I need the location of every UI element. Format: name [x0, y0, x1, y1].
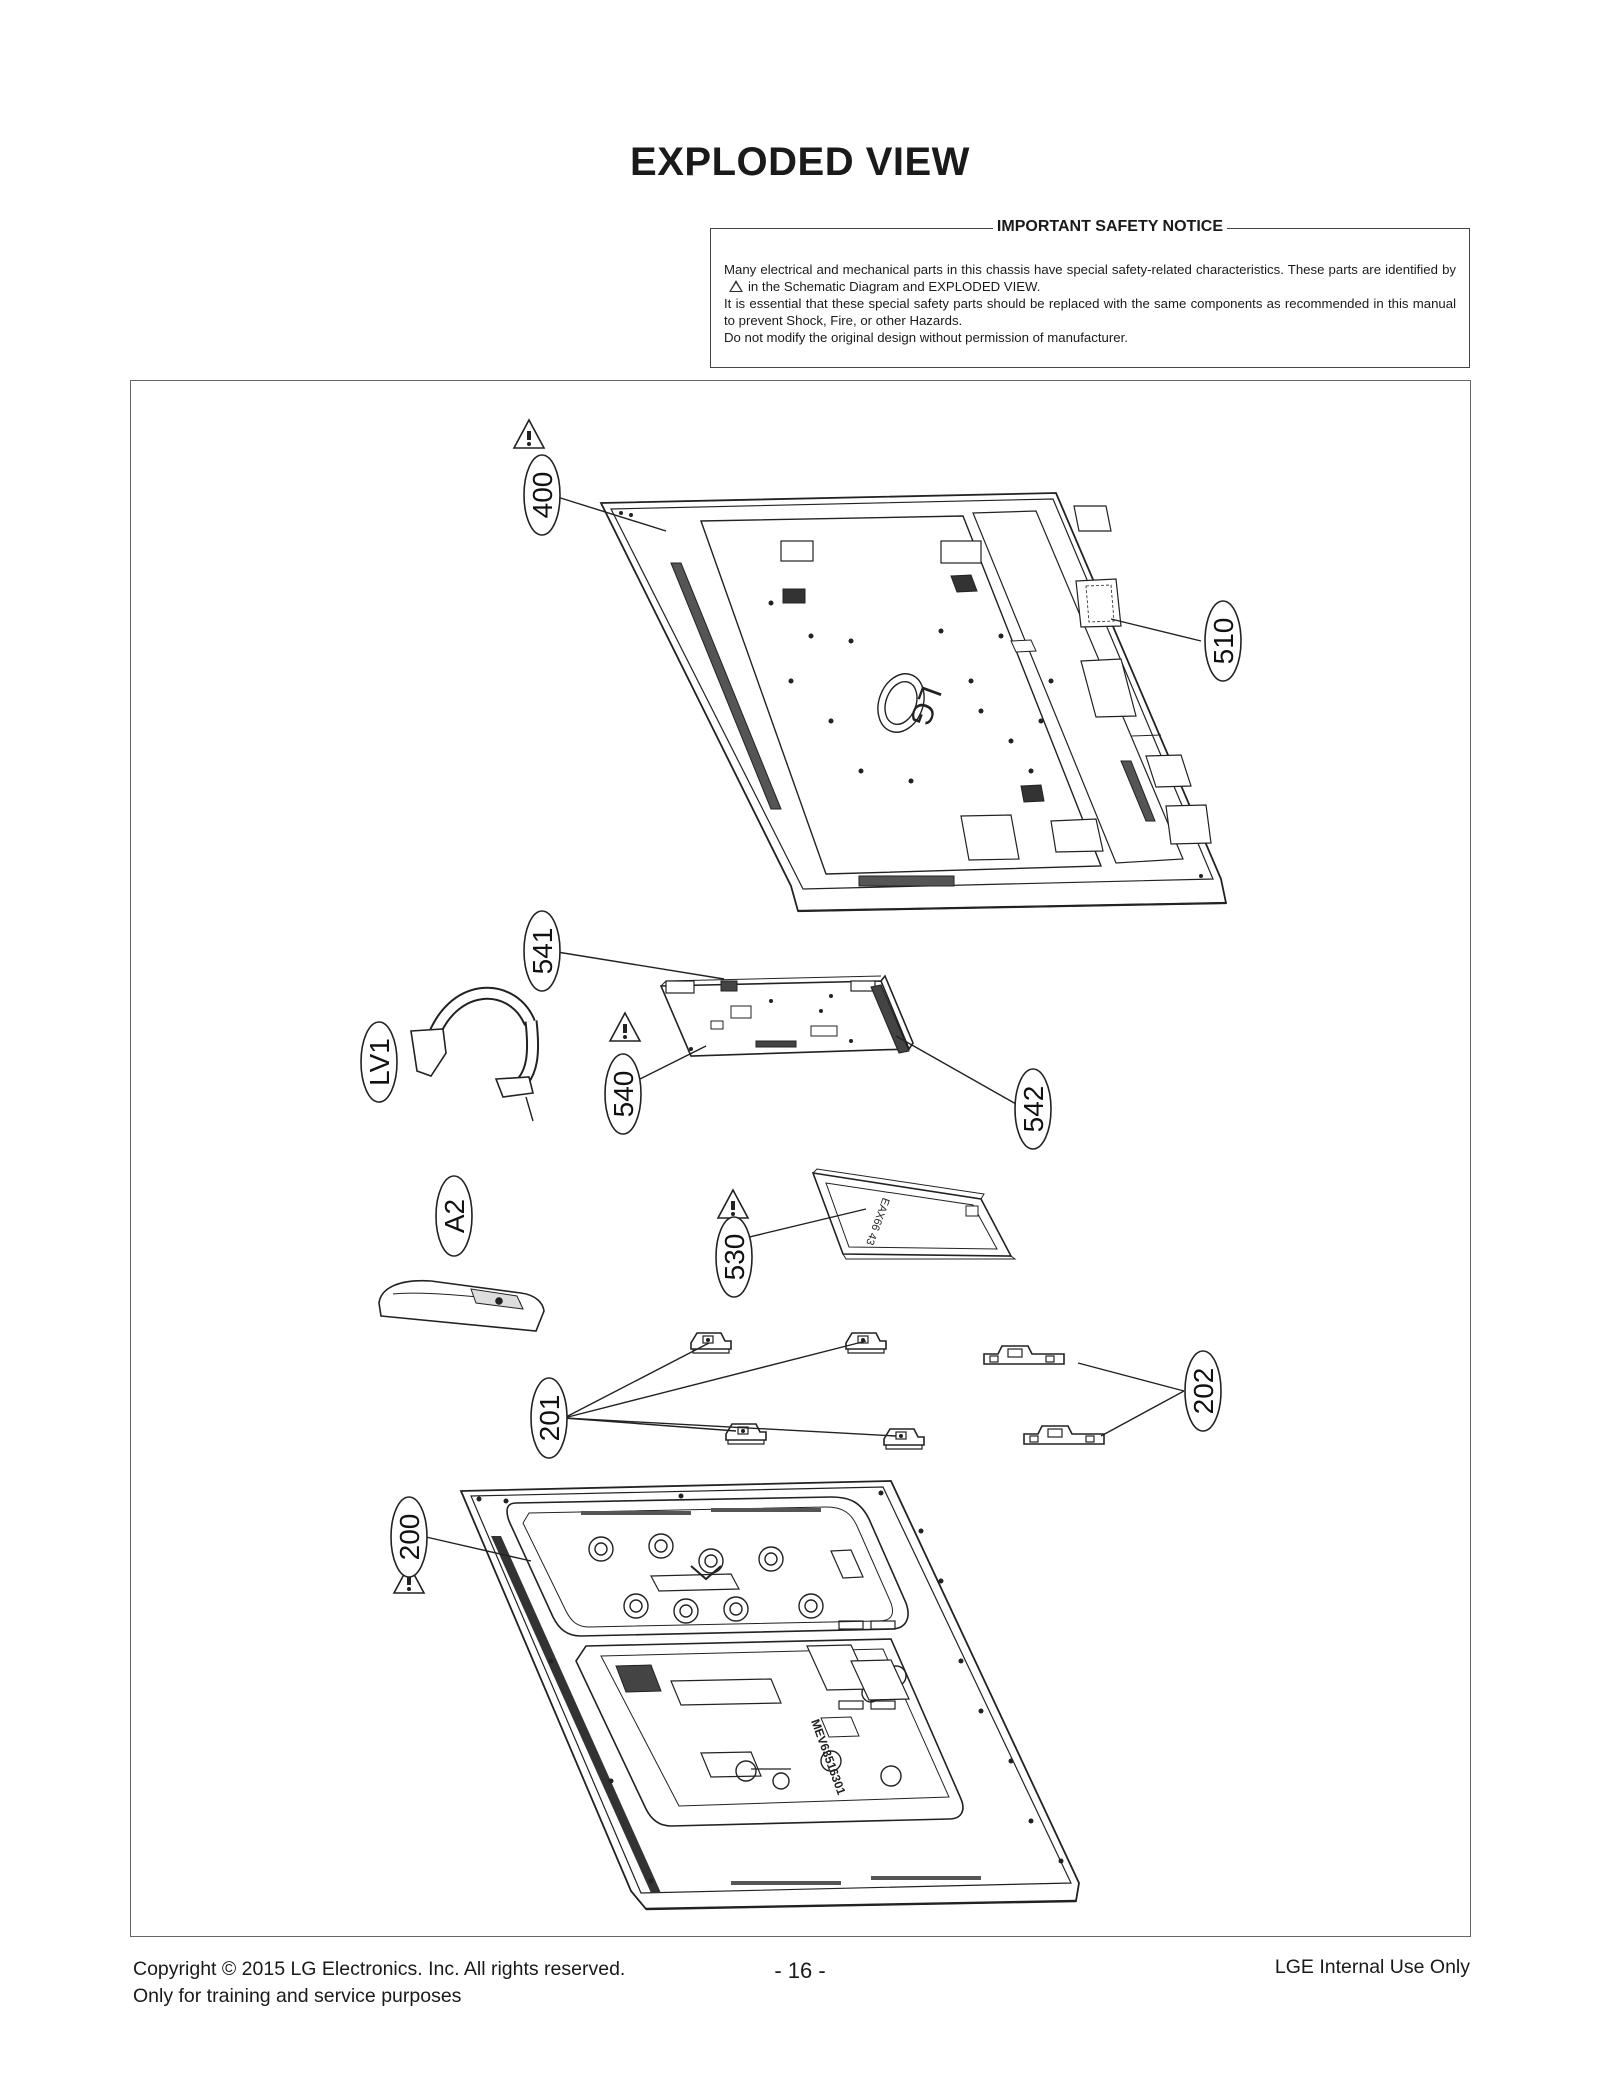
- footer-left: Copyright © 2015 LG Electronics. Inc. Al…: [133, 1956, 625, 2010]
- callout-510: 510: [1204, 600, 1242, 682]
- callout-541: 541: [523, 910, 561, 992]
- bracket-201-top-left: [690, 1332, 732, 1354]
- purpose-text: Only for training and service purposes: [133, 1985, 462, 2007]
- safety-notice-box: IMPORTANT SAFETY NOTICE Many electrical …: [710, 218, 1470, 368]
- main-board-part: [659, 974, 914, 1057]
- svg-text:202: 202: [1188, 1368, 1219, 1415]
- power-supply-part: EAX66 43: [811, 1168, 1017, 1260]
- warning-triangle-icon: [513, 419, 545, 449]
- callout-202: 202: [1184, 1350, 1222, 1432]
- callout-A2: A2: [435, 1175, 473, 1257]
- callout-400: 400: [523, 454, 561, 536]
- svg-text:530: 530: [719, 1234, 750, 1281]
- page-title: EXPLODED VIEW: [630, 140, 970, 184]
- svg-text:400: 400: [527, 472, 558, 519]
- svg-text:542: 542: [1018, 1086, 1049, 1133]
- exploded-view-diagram: LG: [130, 380, 1471, 1937]
- svg-text:200: 200: [394, 1514, 425, 1561]
- exploded-view-drawing: LG: [360, 419, 1242, 1911]
- callout-542: 542: [1014, 1068, 1052, 1150]
- safety-notice-title: IMPORTANT SAFETY NOTICE: [711, 218, 1469, 236]
- lvds-cable-part: [410, 986, 540, 1122]
- notice-line-2: It is essential that these special safet…: [724, 296, 1456, 328]
- svg-text:LV1: LV1: [364, 1038, 395, 1086]
- remote-control-part: [378, 1279, 545, 1332]
- bracket-201-bottom-right: [883, 1428, 925, 1450]
- bracket-202-bottom: [1023, 1425, 1105, 1445]
- svg-text:541: 541: [527, 928, 558, 975]
- callout-200: 200: [390, 1496, 428, 1578]
- notice-line-1: Many electrical and mechanical parts in …: [724, 262, 1456, 294]
- warning-triangle-icon: [609, 1012, 641, 1042]
- rear-cover-part: LG: [599, 492, 1228, 913]
- callout-201: 201: [530, 1377, 568, 1459]
- copyright-text: Copyright © 2015 LG Electronics. Inc. Al…: [133, 1958, 626, 1980]
- warning-triangle-icon: [717, 1189, 749, 1219]
- svg-text:A2: A2: [439, 1199, 470, 1233]
- internal-use-text: LGE Internal Use Only: [1274, 1956, 1470, 1978]
- callout-530: 530: [715, 1216, 753, 1298]
- svg-text:510: 510: [1208, 618, 1239, 665]
- page-number: - 16 -: [774, 1958, 826, 1983]
- callout-540: 540: [604, 1053, 642, 1135]
- notice-line-3: Do not modify the original design withou…: [724, 330, 1128, 345]
- safety-notice-body: Many electrical and mechanical parts in …: [724, 261, 1456, 346]
- callout-LV1: LV1: [360, 1021, 398, 1103]
- svg-text:201: 201: [534, 1395, 565, 1442]
- warning-triangle-icon: [729, 280, 743, 292]
- leader-lines: [425, 494, 1202, 1562]
- bracket-202-top: [983, 1345, 1065, 1365]
- svg-text:540: 540: [608, 1071, 639, 1118]
- front-chassis-part: MEV63516301: [459, 1480, 1080, 1911]
- bracket-201-top-right: [845, 1332, 887, 1354]
